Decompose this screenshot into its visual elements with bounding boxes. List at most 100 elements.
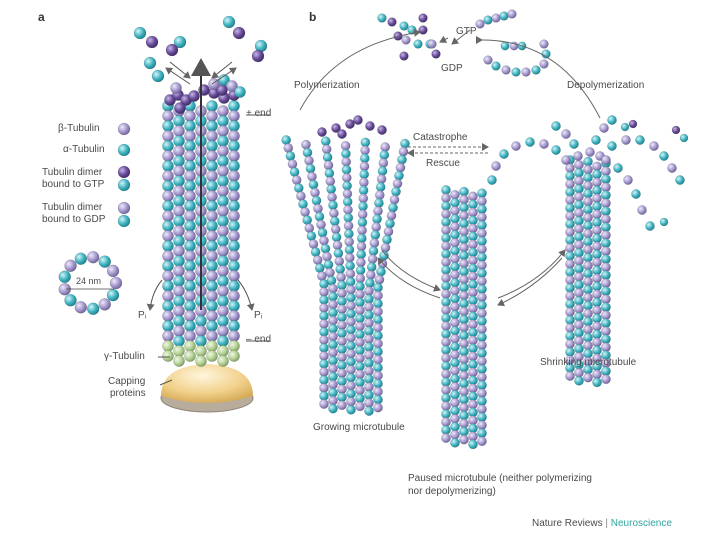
free-dimer [679, 133, 689, 143]
tubulin-subunit [162, 120, 174, 132]
tubulin-subunit [184, 190, 196, 202]
tubulin-subunit [561, 129, 571, 139]
tubulin-subunit [330, 224, 341, 234]
cycle-arrows [299, 28, 601, 307]
tubulin-subunit [206, 200, 218, 212]
tubulin-subunit [184, 250, 196, 262]
tubulin-subunit [234, 86, 246, 98]
gtp-dimer-swatch [117, 178, 131, 192]
pi-left-label: Pᵢ [138, 310, 147, 321]
legend-gdp-label-2: bound to GDP [42, 214, 106, 225]
tubulin-subunit [184, 280, 196, 292]
ring-protofilament [106, 288, 120, 302]
tubulin-subunit [372, 214, 382, 224]
tubulin-subunit [574, 375, 584, 386]
tubulin-subunit [184, 200, 196, 212]
tubulin-subunit [649, 141, 659, 151]
free-dimer [671, 125, 681, 135]
tubulin-subunit [206, 330, 218, 342]
tubulin-subunit [173, 245, 185, 257]
legend-gtp-label-1: Tubulin dimer [42, 167, 103, 178]
tubulin-subunit [386, 210, 397, 221]
tubulin-subunit [281, 135, 292, 145]
tubulin-subunit [374, 274, 385, 285]
minus-end-label: – end [246, 334, 272, 345]
gtp-dimer [337, 129, 347, 139]
tubulin-subunit [206, 260, 218, 272]
oligomer-subunit [483, 15, 493, 25]
tubulin-subunit [325, 267, 335, 278]
tubulin-subunit [296, 191, 306, 201]
ring-protofilament [98, 298, 111, 311]
tubulin-subunit [184, 310, 196, 322]
free-dimer [401, 35, 411, 45]
tubulin-subunit [206, 140, 218, 152]
tubulin-subunit [173, 255, 185, 267]
tubulin-subunit [173, 195, 185, 207]
tubulin-subunit [217, 225, 229, 237]
tubulin-subunit [217, 345, 229, 357]
plus-end-label: + end [246, 108, 272, 119]
tubulin-subunit [217, 275, 229, 287]
tubulin-subunit [583, 372, 593, 383]
tubulin-subunit [397, 154, 407, 165]
tubulin-subunit [228, 120, 240, 132]
tubulin-subunit [162, 260, 174, 272]
panel-a-free-dimers [133, 15, 268, 83]
tubulin-subunit [206, 300, 218, 312]
tubulin-subunit [300, 207, 310, 217]
free-dimer [133, 26, 147, 40]
tubulin-subunit [184, 350, 196, 362]
oligomer-subunit [499, 11, 509, 21]
tubulin-subunit [314, 211, 325, 222]
free-dimer [427, 39, 437, 49]
tubulin-subunit [376, 266, 386, 277]
tubulin-subunit [317, 227, 328, 238]
tubulin-subunit [369, 238, 380, 248]
tubulin-subunit [217, 265, 229, 277]
alpha-tubulin-swatch [117, 143, 131, 157]
ring-protofilament [86, 302, 100, 316]
tubulin-subunit [637, 205, 647, 215]
tubulin-subunit [184, 340, 196, 352]
tubulin-subunit [319, 235, 329, 246]
tubulin-subunit [184, 230, 196, 242]
tubulin-subunit [328, 200, 338, 210]
tubulin-subunit [228, 190, 240, 202]
gdp-dimer-swatch [117, 201, 131, 215]
free-dimer [413, 39, 423, 49]
tubulin-subunit [206, 240, 218, 252]
free-dimer [151, 69, 165, 83]
shrinking-microtubule [487, 115, 689, 388]
tubulin-subunit [206, 350, 218, 362]
ring-protofilament [58, 270, 71, 283]
tubulin-subunit [162, 210, 174, 222]
tubulin-subunit [184, 300, 196, 312]
tubulin-subunit [228, 250, 240, 262]
gtp-dimer [331, 123, 341, 133]
tubulin-subunit [184, 320, 196, 332]
tubulin-subunit [217, 195, 229, 207]
tubulin-subunit [320, 136, 331, 146]
paused-label-2: nor depolymerizing) [408, 486, 496, 497]
tubulin-subunit [511, 141, 521, 151]
tubulin-subunit [228, 300, 240, 312]
tubulin-subunit [477, 436, 487, 447]
gdp-dimer-swatch [117, 214, 131, 228]
tubulin-subunit [206, 230, 218, 242]
tubulin-subunit [395, 162, 406, 173]
tubulin-subunit [228, 210, 240, 222]
tubulin-subunit [184, 180, 196, 192]
tubulin-subunit [195, 355, 207, 367]
tubulin-subunit [206, 100, 218, 112]
journal-separator: | [605, 518, 608, 529]
free-dimer [173, 35, 187, 49]
tubulin-subunit [326, 184, 337, 194]
tubulin-subunit [184, 240, 196, 252]
tubulin-subunit [382, 234, 392, 245]
tubulin-subunit [195, 325, 207, 337]
tubulin-subunit [162, 300, 174, 312]
tubulin-subunit [217, 285, 229, 297]
tubulin-subunit [162, 150, 174, 162]
tubulin-subunit [380, 142, 391, 152]
